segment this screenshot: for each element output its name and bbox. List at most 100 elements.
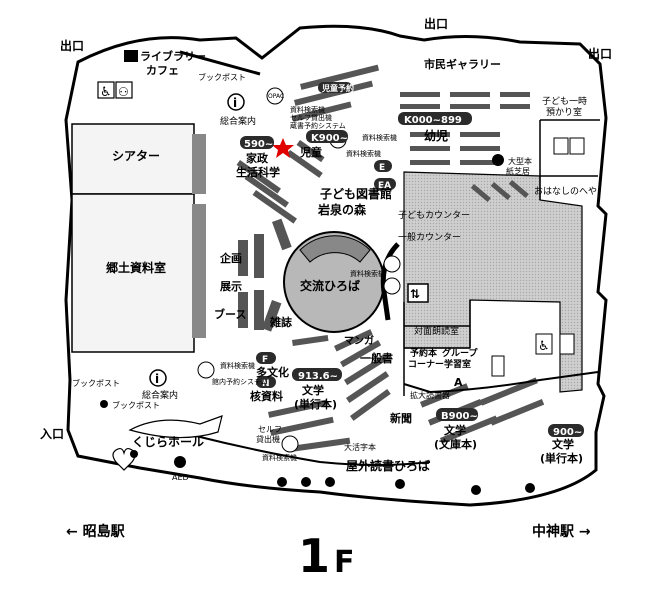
restroom-icon <box>535 333 553 355</box>
pill-e <box>374 160 392 172</box>
opac-label: OPAC <box>268 93 284 100</box>
shelf <box>410 160 450 165</box>
restroom-icon <box>569 137 585 155</box>
shelf <box>291 334 329 346</box>
archive-shelf <box>192 204 206 338</box>
pill-900 <box>548 424 584 437</box>
kids-library-label-2: 岩泉の森 <box>317 202 367 217</box>
group-study-label-2: 学習室 <box>444 358 471 370</box>
pill-f <box>256 352 276 364</box>
shelf <box>490 182 511 200</box>
reservation-label-2: コーナー <box>408 359 444 370</box>
search-label-4: 資料検索機 <box>346 149 381 158</box>
section-shinbun: 新聞 <box>390 411 412 425</box>
section-n: N <box>262 379 270 389</box>
svg-text:i: i <box>233 96 237 110</box>
section-seikatsu: 生活科学 <box>236 165 280 179</box>
search-label-1: 資料検索機 <box>290 105 325 114</box>
section-590: 590~ <box>244 139 273 150</box>
shelf <box>419 383 469 408</box>
seat-icon <box>277 477 287 487</box>
kids-nursing-label-2: 預かり室 <box>546 106 582 118</box>
shelf <box>400 92 440 97</box>
section-bunko-1: 文学 <box>444 423 466 437</box>
section-k000: K000~899 <box>404 115 462 126</box>
section-youji: 幼児 <box>424 128 448 143</box>
shelf <box>236 160 281 194</box>
shelf <box>500 104 530 109</box>
shelf <box>490 399 545 426</box>
shelf <box>470 184 491 202</box>
general-counter-label: 一般カウンター <box>398 231 461 243</box>
section-913: 913.6~ <box>298 371 338 382</box>
aed-label: AED <box>172 473 189 482</box>
shelf <box>292 101 352 122</box>
section-kikaku-1: 企画 <box>219 251 242 265</box>
shelf <box>270 416 334 436</box>
kids-library-label-1: 子ども図書館 <box>320 186 392 201</box>
svg-text:⇅: ⇅ <box>410 287 420 301</box>
shelf <box>254 234 264 278</box>
info-label-bottom: 総合案内 <box>142 389 178 401</box>
shelf <box>508 180 529 198</box>
current-location-star <box>272 138 294 158</box>
big-books-label-1: 大型本 <box>508 156 532 166</box>
wheelchair-icon <box>97 81 115 99</box>
kids-nursing-label-1: 子ども一時 <box>542 96 587 107</box>
exchange-plaza-label: 交流ひろば <box>300 278 360 293</box>
pill-k900 <box>306 130 348 143</box>
coffee-cup-icon <box>124 50 138 62</box>
shelf <box>244 173 289 208</box>
self-checkout-label-1: セルフ <box>258 425 282 434</box>
shelf <box>460 132 500 137</box>
sun-icon <box>492 154 504 166</box>
book-post-label-bottom-2: ブックポスト <box>112 400 160 410</box>
search-label-2: セルフ貸出機 <box>290 113 332 122</box>
info-icon <box>227 93 245 111</box>
seat-icon <box>100 400 108 408</box>
local-archive-room <box>71 193 195 353</box>
shelf <box>460 160 500 165</box>
shelf <box>440 415 498 444</box>
pill-b900 <box>436 408 478 421</box>
info-icon <box>149 369 167 387</box>
elevator-icon <box>407 283 429 303</box>
exit-top-right: 出口 <box>588 46 612 61</box>
floor-suffix: F <box>334 545 355 580</box>
shelf <box>344 355 387 386</box>
seat-icon <box>525 483 535 493</box>
book-post-label-top: ブックポスト <box>198 72 246 82</box>
aed-icon <box>174 456 186 468</box>
restroom-icon <box>559 333 575 355</box>
theater-label: シアター <box>112 149 160 163</box>
shelf <box>349 388 391 421</box>
fan-shelves-left <box>236 140 325 332</box>
section-large-print: 大活字本 <box>344 442 376 452</box>
shelf <box>252 189 297 224</box>
cafe-rail <box>179 50 261 76</box>
section-kikaku-3: ブース <box>214 307 246 321</box>
shelf <box>400 104 440 109</box>
big-books-label-2: 紙芝居 <box>506 166 530 176</box>
svg-text:♿: ♿ <box>100 85 112 100</box>
shelf <box>261 300 282 332</box>
station-left: ← 昭島駅 <box>66 523 126 540</box>
svg-text:♿: ♿ <box>538 339 550 354</box>
top-left-icons: ♿ ⚇ <box>97 50 138 100</box>
kids-reserve-label: 児童予約 <box>321 83 354 93</box>
section-jidou: 児童 <box>299 145 322 159</box>
kids-room-walls <box>539 119 600 200</box>
outdoor-plaza-label: 屋外読書ひろば <box>346 458 430 473</box>
search-label-8: 資料検索機 <box>362 133 397 142</box>
pill-n <box>256 376 276 388</box>
cafe-label-2: カフェ <box>146 64 179 77</box>
pill-ea <box>374 178 396 190</box>
theater-room <box>71 123 195 195</box>
shelf <box>272 218 292 251</box>
section-kasei: 家政 <box>246 151 269 165</box>
pill-590 <box>240 136 274 149</box>
section-magnifier: 拡大読書器 <box>410 390 450 400</box>
kids-counter-label: 子どもカウンター <box>398 210 470 221</box>
search-label-3: 蔵書予約システム <box>290 121 346 130</box>
shelf <box>410 132 450 137</box>
